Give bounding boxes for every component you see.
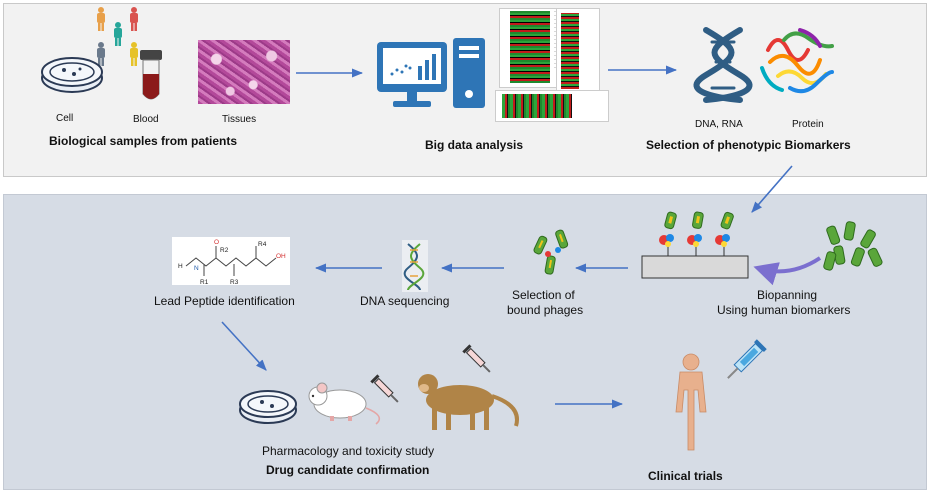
clinical-trials-caption: Clinical trials xyxy=(648,469,723,483)
biopanning-plate-icon xyxy=(641,244,749,279)
peptide-atom-r4: R4 xyxy=(258,241,267,248)
peptide-atom-oh: OH xyxy=(276,253,286,260)
peptide-atom-n: N xyxy=(194,265,199,272)
peptide-atom-r1: R1 xyxy=(200,279,209,286)
drug-candidate-caption: Drug candidate confirmation xyxy=(266,463,430,477)
blood-tube-icon xyxy=(140,50,162,100)
tissues-label: Tissues xyxy=(222,114,257,125)
heatmap-image-bottom xyxy=(495,90,609,122)
pharmacology-caption: Pharmacology and toxicity study xyxy=(262,444,435,458)
mouse-icon xyxy=(308,382,381,425)
lead-peptide-caption: Lead Peptide identification xyxy=(154,294,295,308)
peptide-atom-r2: R2 xyxy=(220,247,229,254)
bound-phages-on-plate-icon xyxy=(659,211,734,247)
selection-caption-line2: bound phages xyxy=(507,303,584,317)
peptide-structure-icon xyxy=(185,246,277,276)
biopanning-caption-line2: Using human biomarkers xyxy=(717,303,851,317)
peptide-atom-o: O xyxy=(214,239,219,246)
peptide-atom-h: H xyxy=(178,263,183,270)
heatmap-image-side xyxy=(556,8,600,96)
peptide-atom-labels: H N O R1 R2 R3 R4 OH xyxy=(178,239,286,286)
dna-icon xyxy=(693,27,753,103)
dna-sequencing-caption: DNA sequencing xyxy=(360,294,450,308)
protein-structure-icon xyxy=(760,28,834,94)
phage-library-icon xyxy=(823,221,883,271)
syringe-monkey-icon xyxy=(462,344,491,373)
petri-dish-bottom-icon xyxy=(239,390,297,424)
petri-dish-icon xyxy=(41,57,103,93)
tissue-image xyxy=(198,40,290,104)
blood-label: Blood xyxy=(133,114,159,125)
patient-figures-icon xyxy=(97,7,138,66)
monkey-icon xyxy=(418,374,519,430)
protein-label: Protein xyxy=(792,119,824,130)
biopanning-caption-line1: Biopanning xyxy=(757,288,818,302)
computer-icon xyxy=(377,38,485,108)
syringe-clinical-icon xyxy=(727,339,767,379)
human-figure-icon xyxy=(675,353,707,451)
dna-sequencing-icon xyxy=(402,240,428,292)
dna-rna-label: DNA, RNA xyxy=(695,119,743,130)
syringe-mouse-icon xyxy=(370,374,399,403)
arrow-peptide-to-pharmacology xyxy=(221,321,267,371)
big-data-caption: Big data analysis xyxy=(425,138,524,152)
bottom-panel xyxy=(3,194,927,490)
selected-phages-icon xyxy=(533,229,569,275)
arrow-biomarkers-to-biopanning xyxy=(751,165,793,213)
biomarkers-caption: Selection of phenotypic Biomarkers xyxy=(646,138,851,152)
arrow-library-to-plate xyxy=(753,256,822,286)
samples-caption: Biological samples from patients xyxy=(49,134,238,148)
cell-label: Cell xyxy=(56,113,74,124)
selection-caption-line1: Selection of xyxy=(512,288,575,302)
peptide-atom-r3: R3 xyxy=(230,279,239,286)
